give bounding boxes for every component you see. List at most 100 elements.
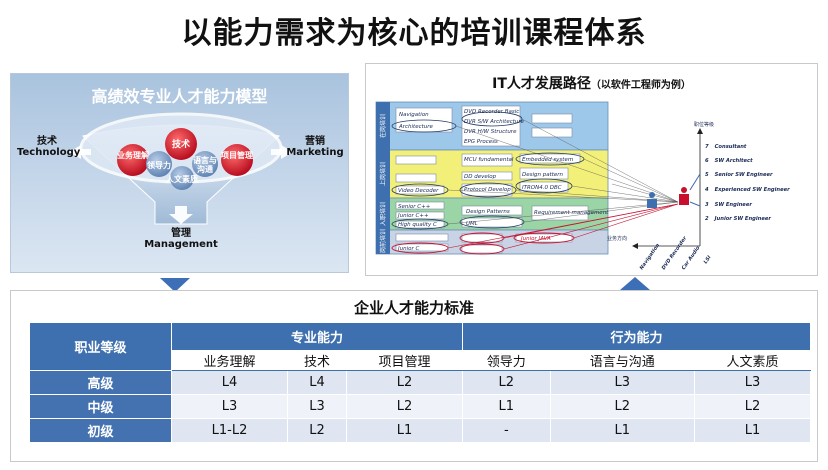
arrow-down [169, 206, 193, 224]
stage-label-strip [376, 102, 390, 254]
col-leadership: 领导力 [462, 350, 551, 371]
col-humanity: 人文素质 [693, 350, 812, 371]
mgmt-cn: 管理 [171, 228, 191, 239]
it-path-title-main: IT人才发展路径 [492, 76, 591, 92]
row-level: 初级 [29, 418, 172, 443]
down-arrow-icon [160, 278, 190, 292]
circle-business [117, 144, 149, 176]
circle-tech [165, 128, 197, 160]
management-label: 管理 Management [141, 228, 221, 250]
table-cell: L2 [346, 394, 464, 419]
course-design-patterns: Design Patterns [466, 209, 510, 215]
circle-label-business: 业务理解 [117, 151, 149, 160]
table-cell: L2 [346, 370, 464, 395]
direction-car-audio: Car Audio [681, 245, 702, 271]
circle-label-project: 项目管理 [221, 151, 253, 160]
circle-project [221, 144, 253, 176]
circle-leadership [146, 151, 172, 177]
direction-navigation: Navigation [639, 242, 662, 271]
table-cell: L2 [693, 394, 812, 419]
course-dd: DD develop [464, 174, 497, 180]
col-language: 语言与沟通 [549, 350, 695, 371]
page-title: 以能力需求为核心的培训课程体系 [181, 16, 647, 51]
course-video-decoder: Video Decoder [398, 188, 439, 194]
tech-cn: 技术 [37, 136, 57, 147]
table-cell: L2 [549, 394, 695, 419]
circle-label-leadership: 领导力 [147, 161, 171, 170]
course-design-pattern: Design pattern [522, 172, 564, 178]
course-embedded: Embedded system [522, 157, 573, 163]
direction-lsi: LSI [703, 255, 713, 266]
table-cell: L1 [462, 394, 551, 419]
up-arrow-icon [620, 277, 650, 290]
table-cell: L3 [549, 370, 695, 395]
marketing-en: Marketing [286, 147, 344, 158]
course-junior-cpp: Junior C++ [397, 213, 429, 219]
course-dvr-hw: DVR H/W Structure [464, 129, 517, 135]
it-path-subtitle: （以软件工程师为例） [590, 80, 691, 91]
level-header: 职业等级 [29, 322, 172, 371]
course-itron: ITRON4.0 DBC [522, 185, 562, 191]
table-cell: L3 [286, 394, 348, 419]
course-uml: UML [466, 221, 478, 227]
table-cell: L1-L2 [171, 418, 288, 443]
competency-model-title: 高绩效专业人才能力模型 [91, 87, 268, 106]
group-behavioral: 行为能力 [462, 322, 811, 351]
person-icon-blue [647, 192, 657, 208]
arrow-right [271, 145, 293, 159]
group-professional: 专业能力 [170, 322, 464, 351]
table-row: 高级 L4 L4 L2 L2 L3 L3 [29, 370, 812, 395]
course-mcu: MCU fundamental [464, 157, 514, 163]
course-epg: EPG Process [464, 139, 498, 145]
tech-label: 技术 Technology [17, 136, 81, 158]
circle-humanity [170, 166, 194, 190]
funnel-graphic [69, 112, 293, 225]
row-level: 中级 [29, 394, 172, 419]
course-navigation: Navigation [399, 112, 429, 118]
stage-prejob: 岗前培训 [379, 229, 387, 253]
table-cell: L3 [693, 370, 812, 395]
table-row: 中级 L3 L3 L2 L1 L2 L2 [29, 394, 812, 419]
table-cell: L3 [171, 394, 288, 419]
circle-label-tech: 技术 [171, 140, 190, 150]
table-cell: L2 [462, 370, 551, 395]
circle-label-humanity: 人文素质 [166, 175, 198, 184]
course-protocol: Protocol Develop [464, 187, 511, 193]
tech-en: Technology [17, 147, 81, 158]
standards-panel: 企业人才能力标准 职业等级 专业能力 行为能力 业务理解 技术 项目管理 领导力… [10, 290, 818, 462]
standards-table: 职业等级 专业能力 行为能力 业务理解 技术 项目管理 领导力 语言与沟通 人文… [29, 322, 812, 443]
table-cell: L4 [286, 370, 348, 395]
col-tech: 技术 [286, 350, 348, 371]
course-senior-cpp: Senior C++ [398, 204, 431, 210]
table-cell: - [462, 418, 551, 443]
table-cell: L1 [549, 418, 695, 443]
course-junior-java: Junior JAVA [520, 236, 551, 242]
course-high-quality-c: High quality C [398, 222, 437, 228]
table-cell: L1 [346, 418, 464, 443]
course-junior-c: Junior C [397, 246, 419, 252]
stage-onjob: 在岗培训 [379, 114, 387, 138]
arrow-left [69, 145, 91, 159]
row-level: 高级 [29, 370, 172, 395]
person-icon-red [679, 187, 689, 205]
it-path-title: IT人才发展路径（以软件工程师为例） [366, 73, 817, 93]
course-architecture: Architecture [398, 124, 434, 130]
course-dvd-basic: DVD Recorder Basic [464, 109, 519, 115]
table-row: 初级 L1-L2 L2 L1 - L1 L1 [29, 418, 812, 443]
table-cell: L2 [286, 418, 348, 443]
direction-axis-label: 业务方向 [607, 235, 627, 242]
mgmt-en: Management [144, 239, 218, 250]
circle-language [192, 151, 218, 177]
col-project: 项目管理 [346, 350, 464, 371]
marketing-label: 营销 Marketing [285, 136, 345, 158]
it-path-panel: IT人才发展路径（以软件工程师为例） Navig [365, 63, 818, 276]
stage-entry: 入职培训 [379, 202, 387, 226]
marketing-cn: 营销 [305, 136, 325, 147]
it-path-diagram: Navigation Architecture DVD Recorder Bas… [375, 101, 790, 271]
competency-model-panel: 高绩效专业人才能力模型 [10, 73, 349, 273]
